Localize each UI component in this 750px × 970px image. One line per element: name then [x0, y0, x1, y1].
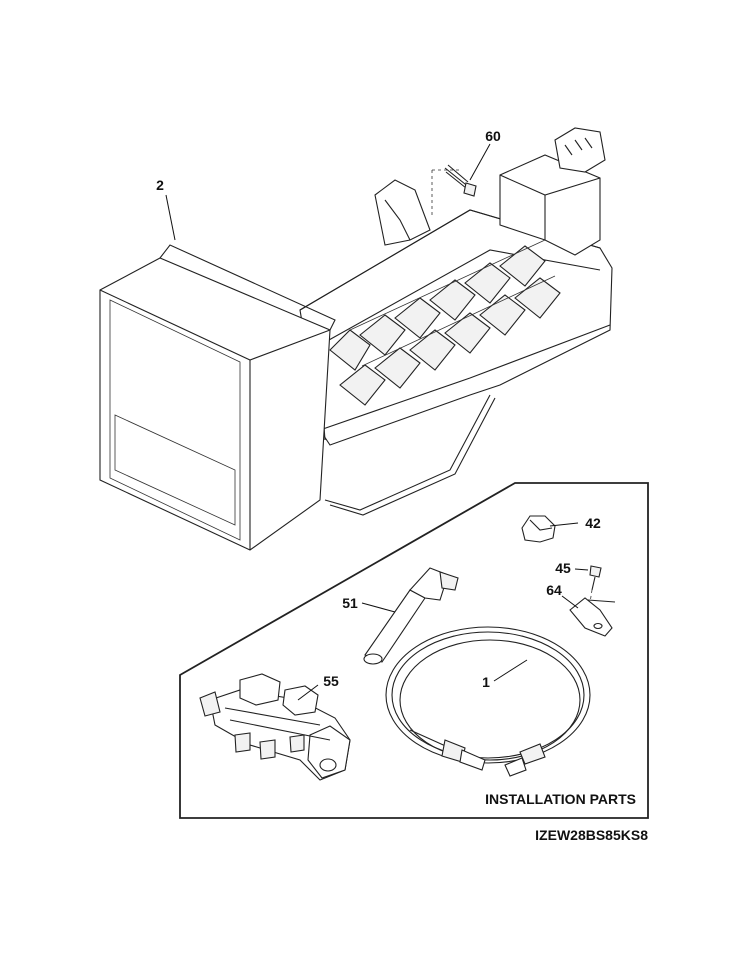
clip-part-42 [521, 515, 556, 543]
part-label-42: 42 [585, 515, 601, 531]
model-number: IZEW28BS85KS8 [535, 827, 648, 843]
installation-parts-box: INSTALLATION PARTS [179, 482, 649, 819]
installation-parts-label: INSTALLATION PARTS [485, 791, 636, 807]
screw-part-60 [431, 164, 477, 215]
clamp-part-64 [569, 597, 616, 637]
part-label-1: 1 [482, 674, 490, 690]
ice-maker-assembly [99, 127, 613, 551]
ice-mold-cups [329, 245, 561, 406]
part-label-60: 60 [485, 128, 501, 144]
part-label-64: 64 [546, 582, 562, 598]
part-label-51: 51 [342, 595, 358, 611]
callout-leaders [165, 143, 589, 701]
part-label-55: 55 [323, 673, 339, 689]
water-line-part-1 [385, 626, 591, 777]
part-label-45: 45 [555, 560, 571, 576]
fill-tube-part-51 [363, 567, 459, 665]
part-label-2: 2 [156, 177, 164, 193]
water-valve-part-55 [199, 673, 351, 781]
